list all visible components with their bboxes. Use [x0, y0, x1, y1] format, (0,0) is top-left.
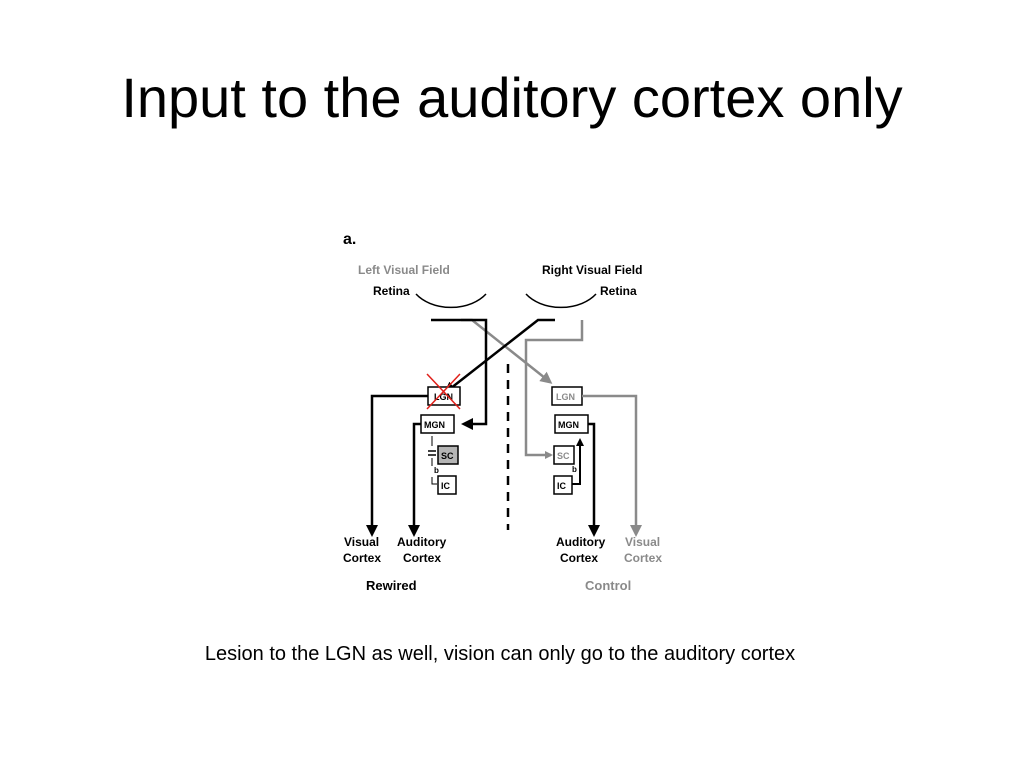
control-sc-path	[524, 320, 584, 459]
control-auditory-cortex-path	[588, 422, 600, 537]
rewired-lgn-label: LGN	[434, 392, 453, 402]
control-sc-box	[553, 445, 575, 465]
rewired-ic-connector	[431, 477, 437, 485]
rewired-ic-box	[437, 475, 457, 495]
rewired-crossing-path	[443, 318, 555, 394]
rewired-condition-label: Rewired	[366, 578, 417, 593]
rewired-sc-box	[437, 445, 459, 465]
control-crossing-path	[461, 318, 553, 384]
rewired-auditory-cortex-label-1: Auditory	[397, 535, 447, 549]
left-visual-field-label: Left Visual Field	[358, 263, 450, 277]
rewired-auditory-cortex-label-2: Cortex	[403, 551, 441, 565]
rewired-visual-cortex-path	[366, 394, 428, 537]
slide-title: Input to the auditory cortex only	[121, 66, 903, 129]
retina-right-label: Retina	[600, 284, 637, 298]
rewired-auditory-cortex-path	[408, 422, 421, 537]
control-ic-label: IC	[557, 481, 567, 491]
rewired-visual-cortex-label-1: Visual	[344, 535, 379, 549]
left-retina-arc	[415, 293, 487, 309]
rewired-b-label: b	[434, 466, 439, 475]
slide-caption: Lesion to the LGN as well, vision can on…	[204, 643, 796, 665]
rewired-ic-label: IC	[441, 481, 451, 491]
rewired-mgn-label: MGN	[424, 420, 445, 430]
panel-label: a.	[343, 231, 356, 248]
rewired-mgn-path	[431, 318, 488, 430]
control-visual-cortex-label-2: Cortex	[624, 551, 662, 565]
right-visual-field-label: Right Visual Field	[542, 263, 642, 277]
control-condition-label: Control	[585, 578, 631, 593]
retina-left-label: Retina	[373, 284, 410, 298]
lesion-mark-stroke-2	[426, 373, 461, 410]
control-auditory-cortex-label-2: Cortex	[560, 551, 598, 565]
control-b-label: b	[572, 465, 577, 474]
rewiring-diagram: a. Left Visual Field Right Visual Field …	[330, 222, 680, 612]
rewired-sc-label: SC	[441, 451, 454, 461]
control-ic-to-mgn-path	[572, 438, 584, 485]
right-retina-arc	[525, 293, 597, 309]
control-auditory-cortex-label-1: Auditory	[556, 535, 606, 549]
control-visual-cortex-path	[582, 394, 642, 537]
control-sc-label: SC	[557, 451, 570, 461]
control-mgn-label: MGN	[558, 420, 579, 430]
control-lgn-label: LGN	[556, 392, 575, 402]
control-visual-cortex-label-1: Visual	[625, 535, 660, 549]
rewired-visual-cortex-label-2: Cortex	[343, 551, 381, 565]
diagram-svg: a. Left Visual Field Right Visual Field …	[343, 231, 662, 593]
